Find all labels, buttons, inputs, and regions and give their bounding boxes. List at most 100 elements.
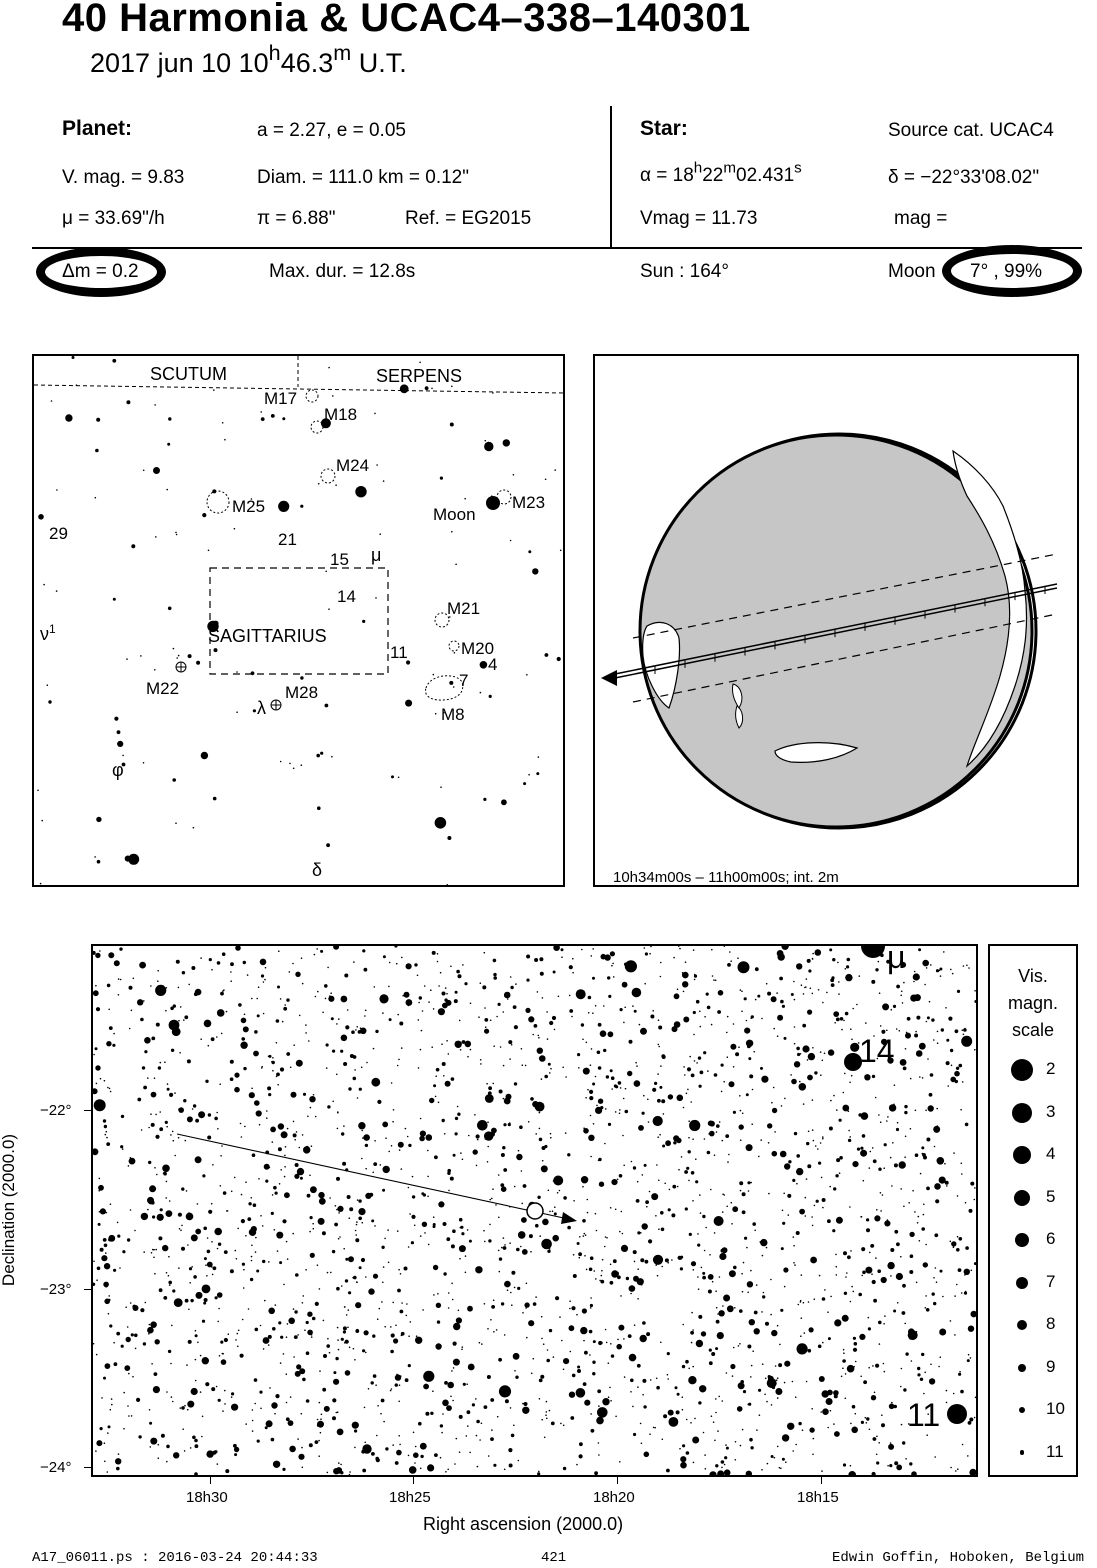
- background-star: [332, 1416, 336, 1421]
- background-star: [55, 590, 58, 592]
- background-star: [294, 1310, 298, 1314]
- background-star: [849, 1300, 852, 1303]
- background-star: [765, 982, 768, 985]
- background-star: [477, 1120, 488, 1131]
- background-star: [181, 1187, 185, 1191]
- background-star: [661, 1265, 663, 1268]
- background-star: [919, 1076, 921, 1078]
- background-star: [951, 972, 954, 975]
- background-star: [676, 1185, 679, 1188]
- background-star: [646, 1205, 648, 1208]
- background-star: [610, 1354, 615, 1358]
- background-star: [267, 1086, 272, 1091]
- background-star: [397, 1013, 400, 1016]
- background-star: [692, 1365, 694, 1368]
- background-star: [231, 1403, 239, 1411]
- background-star: [906, 1016, 911, 1021]
- background-star: [98, 1190, 100, 1192]
- background-star: [689, 1055, 691, 1058]
- background-star: [881, 1029, 886, 1034]
- background-star: [201, 1284, 211, 1294]
- background-star: [799, 1301, 802, 1303]
- background-star: [93, 950, 96, 955]
- background-star: [726, 1031, 728, 1034]
- background-star: [584, 1255, 586, 1257]
- background-star: [835, 1274, 838, 1276]
- background-star: [221, 422, 224, 424]
- background-star: [414, 1445, 417, 1448]
- background-star: [690, 1341, 693, 1344]
- background-star: [655, 1215, 657, 1217]
- background-star: [173, 1452, 180, 1459]
- background-star: [480, 1063, 482, 1065]
- background-star: [765, 1246, 768, 1249]
- background-star: [830, 1295, 832, 1298]
- background-star: [326, 1271, 329, 1274]
- background-star: [517, 1459, 520, 1462]
- background-star: [644, 952, 649, 956]
- background-star: [260, 1407, 262, 1410]
- background-star: [491, 1305, 495, 1309]
- background-star: [129, 1302, 132, 1304]
- background-star: [736, 1406, 743, 1412]
- background-star: [896, 1464, 903, 1471]
- background-star: [822, 1001, 824, 1004]
- legend-mag-label: 4: [1046, 1144, 1056, 1163]
- background-star: [155, 536, 157, 538]
- background-star: [292, 1232, 294, 1235]
- background-star: [661, 1055, 666, 1059]
- background-star: [486, 1375, 491, 1379]
- background-star: [615, 1271, 619, 1276]
- star-dec: δ = −22°33'08.02": [888, 167, 1040, 188]
- background-star: [464, 497, 467, 500]
- background-star: [508, 1040, 513, 1045]
- background-star: [534, 958, 539, 962]
- background-star: [276, 1231, 284, 1239]
- background-star: [779, 1343, 781, 1346]
- background-star: [540, 1315, 543, 1318]
- background-star: [188, 983, 190, 986]
- background-star: [190, 1298, 194, 1303]
- background-star: [93, 1088, 98, 1095]
- background-star: [970, 1310, 976, 1318]
- background-star: [692, 1461, 695, 1464]
- background-star: [721, 1139, 724, 1142]
- background-star: [245, 1235, 247, 1237]
- background-star: [798, 1421, 802, 1426]
- background-star: [950, 968, 952, 971]
- background-star: [649, 952, 651, 955]
- background-star: [382, 1281, 384, 1284]
- background-star: [216, 1247, 219, 1250]
- background-star: [320, 949, 324, 953]
- background-star: [174, 1092, 176, 1094]
- background-star: [46, 684, 49, 686]
- background-star: [468, 1239, 472, 1243]
- background-star: [108, 1026, 113, 1030]
- background-star: [547, 1249, 551, 1253]
- background-star: [744, 1236, 748, 1240]
- background-star: [643, 1451, 650, 1458]
- background-star: [260, 417, 265, 421]
- background-star: [437, 1293, 439, 1295]
- background-star: [657, 1073, 659, 1075]
- background-star: [594, 1005, 597, 1007]
- background-star: [667, 1262, 669, 1264]
- background-star: [767, 991, 772, 996]
- background-star: [171, 1027, 181, 1037]
- background-star: [552, 1356, 555, 1358]
- background-star: [888, 1104, 897, 1112]
- constellation-scutum: SCUTUM: [150, 364, 227, 384]
- background-star: [735, 1052, 740, 1057]
- moon-highlight-ellipse: [942, 245, 1082, 297]
- background-star: [340, 1471, 344, 1475]
- background-star: [647, 1121, 650, 1123]
- background-star: [974, 1187, 976, 1189]
- background-star: [747, 1291, 749, 1294]
- background-star: [348, 1473, 351, 1475]
- background-star: [348, 1346, 351, 1349]
- legend-dot: [1015, 1233, 1029, 1247]
- background-star: [467, 1425, 469, 1427]
- background-star: [749, 1074, 754, 1079]
- background-star: [628, 1285, 636, 1292]
- y-tick: [84, 1110, 91, 1111]
